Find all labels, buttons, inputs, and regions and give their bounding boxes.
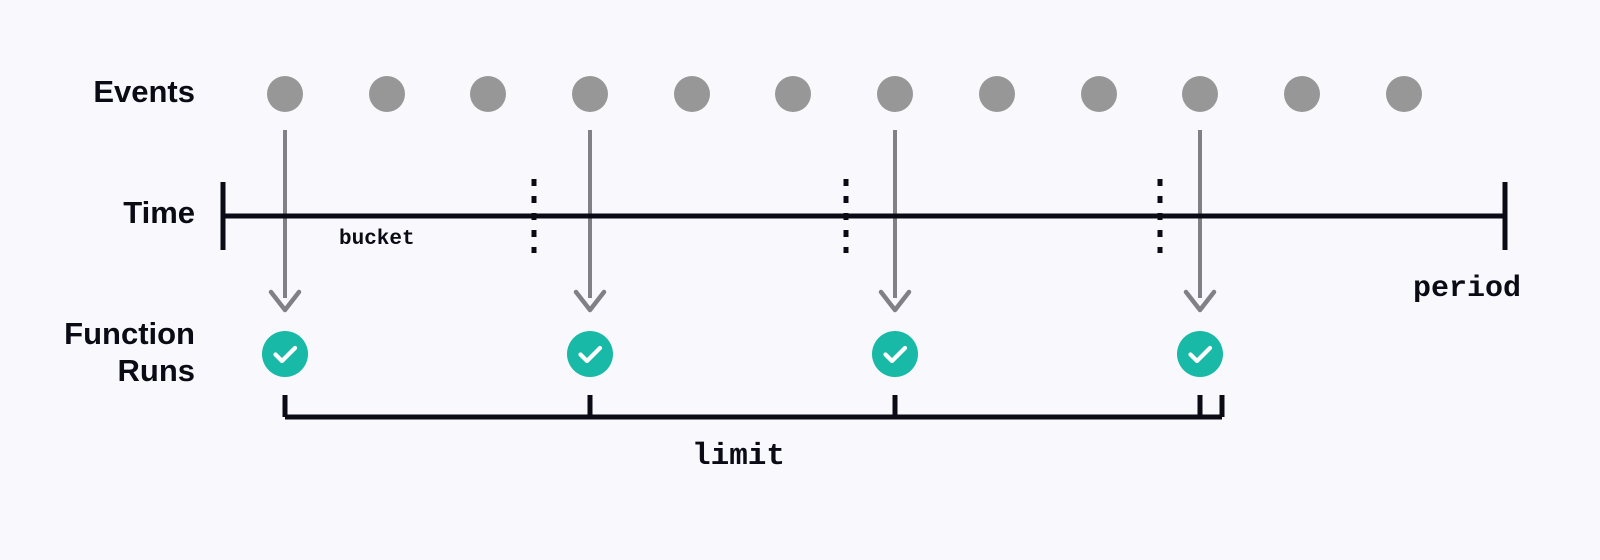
event-dot xyxy=(775,76,811,112)
event-dot xyxy=(877,76,913,112)
time-row-label: Time xyxy=(123,195,195,230)
check-icon xyxy=(578,345,603,364)
event-dot xyxy=(1182,76,1218,112)
event-to-run-arrowhead xyxy=(573,289,607,313)
event-to-run-arrowhead xyxy=(268,289,302,313)
check-icon xyxy=(273,345,298,364)
events-row-label: Events xyxy=(93,74,195,109)
function-run-circle xyxy=(1177,331,1223,377)
event-dot xyxy=(979,76,1015,112)
function-run-circle xyxy=(872,331,918,377)
event-dot xyxy=(572,76,608,112)
function-runs-row-label: Function Runs xyxy=(64,316,195,388)
check-icon xyxy=(1188,345,1213,364)
event-dot xyxy=(1284,76,1320,112)
check-icon xyxy=(883,345,908,364)
event-dot xyxy=(674,76,710,112)
event-dot xyxy=(267,76,303,112)
event-to-run-arrowhead xyxy=(1183,289,1217,313)
function-run-circle xyxy=(262,331,308,377)
event-dot xyxy=(369,76,405,112)
event-dot xyxy=(1081,76,1117,112)
function-run-circle xyxy=(567,331,613,377)
limit-annotation-label: limit xyxy=(692,439,786,474)
event-to-run-arrowhead xyxy=(878,289,912,313)
event-dot xyxy=(1386,76,1422,112)
bucket-annotation-label: bucket xyxy=(339,228,415,251)
event-dot xyxy=(470,76,506,112)
period-annotation-label: period xyxy=(1413,272,1522,306)
